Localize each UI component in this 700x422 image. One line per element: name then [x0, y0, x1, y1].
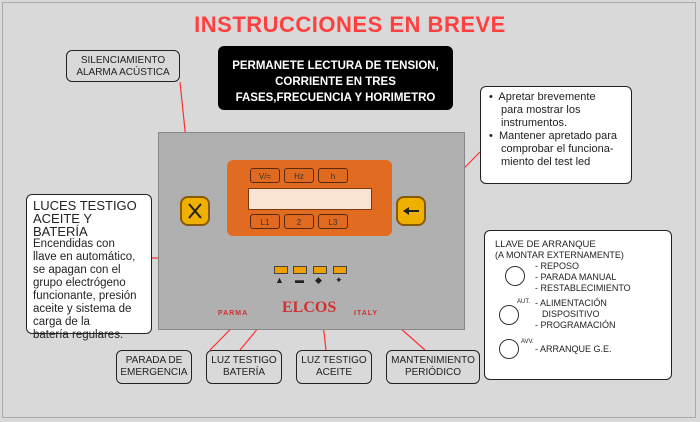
banner-line3: FASES,FRECUENCIA Y HORIMETRO [235, 92, 436, 104]
aceite-line1: LUZ TESTIGO [301, 355, 367, 366]
parada-emergencia-box: PARADA DE EMERGENCIA [116, 350, 192, 384]
show-instruments-button[interactable] [396, 196, 426, 226]
brand-left: PARMA [218, 310, 249, 317]
llave-option1: - REPOSO [535, 261, 580, 271]
brand-right: ITALY [354, 310, 379, 317]
page-frame [2, 2, 696, 418]
hz-button[interactable]: Hz [284, 168, 314, 183]
page-title: INSTRUCCIONES EN BREVE [194, 12, 506, 37]
luces-heading1: LUCES TESTIGO [33, 198, 137, 213]
luces-line2: llave en automático, [33, 251, 136, 263]
phase-l3-button[interactable]: L3 [318, 214, 348, 229]
battery-icon: ▬ [295, 275, 304, 285]
silenciamiento-box: SILENCIAMIENTO ALARMA ACÚSTICA [66, 50, 180, 82]
note-bullet2: • Mantener apretado para comprobar el fu… [489, 130, 625, 169]
parada-line1: PARADA DE [125, 355, 183, 366]
banner-line1: PERMANETE LECTURA DE TENSION, [232, 60, 439, 72]
llave-option7: - ARRANQUE G.E. [535, 344, 612, 354]
luces-line3: se apagan con el [33, 264, 121, 276]
llave-option3: - RESTABLECIMIENTO [535, 283, 631, 293]
parada-line2: EMERGENCIA [120, 367, 188, 378]
luz-aceite-box: LUZ TESTIGO ACEITE [296, 350, 372, 384]
aceite-line2: ACEITE [315, 367, 353, 378]
luces-line6: aceite y sistema de [33, 303, 132, 315]
note-b1-l1: Apretar brevemente [498, 91, 596, 103]
lcd-display [248, 188, 372, 210]
note-bullet1: • Apretar brevemente para mostrar los in… [489, 91, 625, 130]
key-reposo-icon [505, 266, 525, 286]
silenciamiento-line1: SILENCIAMIENTO [80, 55, 166, 66]
bateria-line2: BATERÍA [222, 367, 266, 378]
mantenimiento-line2: PERIÓDICO [404, 367, 462, 378]
bateria-line1: LUZ TESTIGO [211, 355, 277, 366]
oil-can-icon: ◆ [315, 275, 322, 285]
luces-line4: grupo electrógeno [33, 277, 126, 289]
llave-option4: - ALIMENTACIÓN [535, 298, 607, 308]
brand-logo: ELCOS [282, 299, 337, 316]
silence-alarm-button[interactable] [180, 196, 210, 226]
note-b2-l2: comprobar el funciona- [501, 143, 614, 155]
llave-option5: DISPOSITIVO [542, 309, 600, 319]
luces-testigo-box: LUCES TESTIGO ACEITE Y BATERÍA Encendida… [26, 194, 152, 341]
llave-avv-label: AVV. [521, 339, 534, 345]
silenciamiento-line2: ALARMA ACÚSTICA [76, 67, 170, 78]
hour-button[interactable]: h [318, 168, 348, 183]
llave-arranque-box: LLAVE DE ARRANQUE (A MONTAR EXTERNAMENTE… [484, 230, 672, 380]
silence-x-icon [188, 203, 202, 219]
phase-l1-button[interactable]: L1 [250, 214, 280, 229]
note-b1-l2: para mostrar los [501, 104, 581, 116]
phase-l2-button[interactable]: 2 [284, 214, 314, 229]
llave-aut-label: AUT. [517, 299, 531, 305]
luces-line1: Encendidas con [33, 238, 115, 250]
mantenimiento-line1: MANTENIMIENTO [391, 355, 475, 366]
luces-line7: carga de la [33, 316, 90, 328]
llave-option2: - PARADA MANUAL [535, 272, 617, 282]
luz-bateria-box: LUZ TESTIGO BATERÍA [206, 350, 282, 384]
key-avv-icon [499, 339, 519, 359]
oil-led [313, 266, 327, 274]
note-b1-l3: instrumentos. [501, 117, 568, 129]
warning-triangle-icon: ▲ [275, 275, 284, 285]
luces-line5: funcionante, presión [33, 290, 137, 302]
luces-line8: batería regulares. [33, 329, 124, 341]
top-banner: PERMANETE LECTURA DE TENSION, CORRIENTE … [218, 46, 453, 110]
llave-option6: - PROGRAMACIÓN [535, 320, 616, 330]
volt-button[interactable]: V/= [250, 168, 280, 183]
llave-title: LLAVE DE ARRANQUE (A MONTAR EXTERNAMENTE… [495, 239, 624, 261]
banner-line2: CORRIENTE EN TRES [275, 76, 396, 88]
mantenimiento-box: MANTENIMIENTO PERIÓDICO [386, 350, 480, 384]
battery-led [293, 266, 307, 274]
right-note-box: • Apretar brevemente para mostrar los in… [480, 86, 632, 184]
key-aut-icon [499, 305, 519, 325]
llave-title2: (A MONTAR EXTERNAMENTE) [495, 250, 624, 260]
emergency-led [274, 266, 288, 274]
note-b2-l1: Mantener apretado para [498, 130, 617, 142]
note-b2-l3: miento del test led [501, 156, 591, 168]
wrench-icon: ✦ [335, 275, 343, 285]
arrow-left-icon [403, 207, 419, 215]
llave-title1: LLAVE DE ARRANQUE [495, 239, 596, 250]
maintenance-led [333, 266, 347, 274]
luces-heading2: ACEITE Y BATERÍA [33, 211, 92, 239]
